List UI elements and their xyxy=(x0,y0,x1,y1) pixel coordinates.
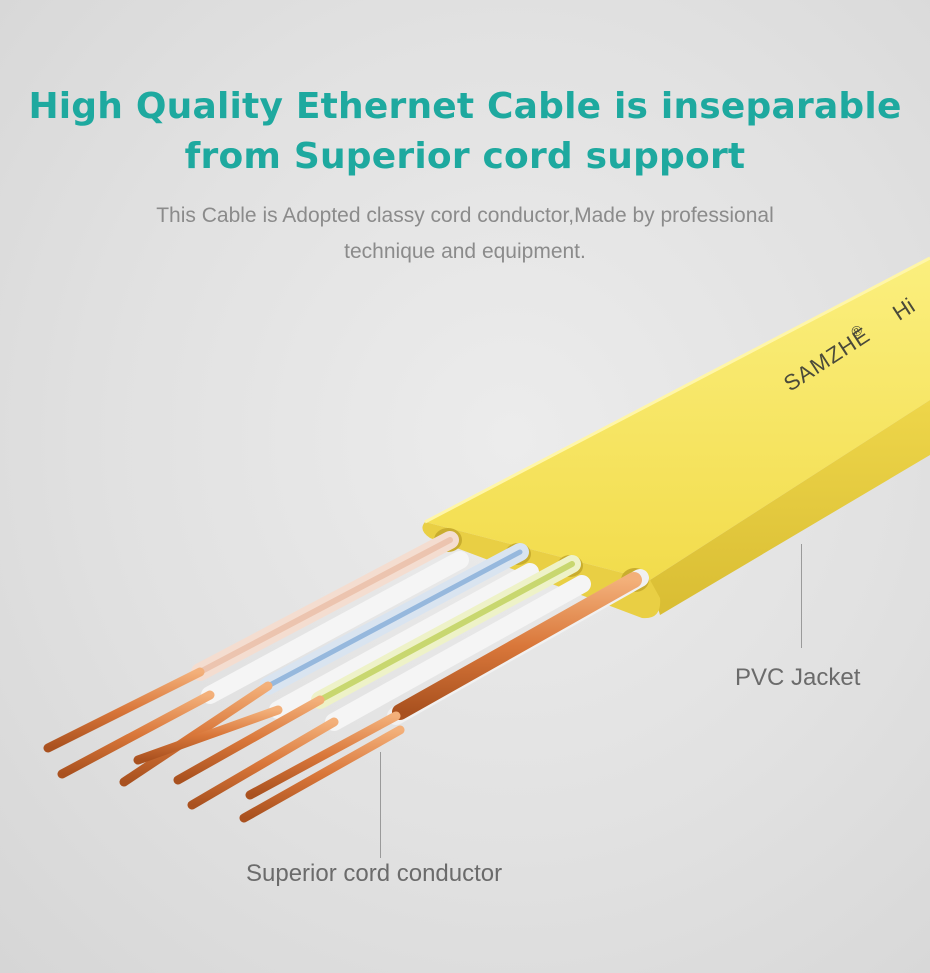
jacket-callout-label: PVC Jacket xyxy=(735,664,861,691)
conductor-callout-label: Superior cord conductor xyxy=(246,860,503,887)
description-line-2: technique and equipment. xyxy=(344,240,586,263)
wire-bundle xyxy=(43,531,649,823)
wire-pair-2 xyxy=(259,543,539,719)
jacket-callout-line xyxy=(801,544,802,648)
wire-pair-4 xyxy=(387,569,649,725)
headline-line-2: from Superior cord support xyxy=(184,136,746,177)
conductor-callout-line xyxy=(380,752,381,858)
wire-pair-3 xyxy=(311,555,591,731)
wire-pair-1 xyxy=(191,531,469,704)
copper-conductors xyxy=(43,667,405,823)
description: This Cable is Adopted classy cord conduc… xyxy=(0,198,930,270)
headline: High Quality Ethernet Cable is inseparab… xyxy=(0,82,930,182)
headline-line-1: High Quality Ethernet Cable is inseparab… xyxy=(28,86,902,127)
description-line-1: This Cable is Adopted classy cord conduc… xyxy=(156,204,774,227)
